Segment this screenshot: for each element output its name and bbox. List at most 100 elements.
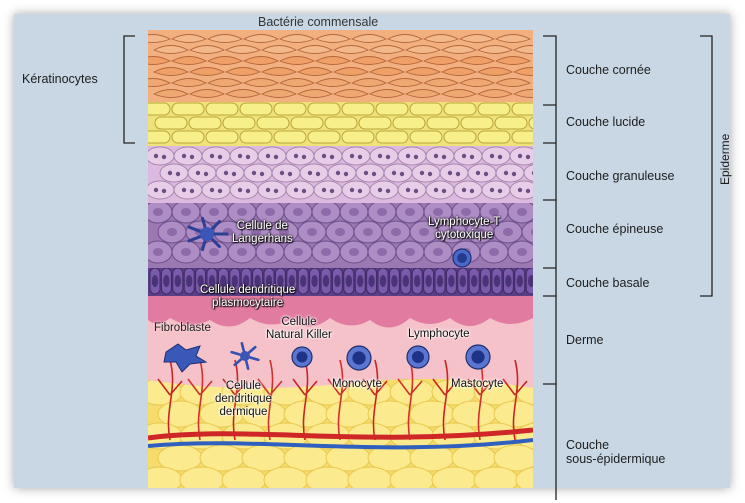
granule bbox=[386, 155, 390, 159]
granular-cell bbox=[370, 181, 398, 199]
spinous-nucleus bbox=[153, 208, 163, 216]
fat-cell bbox=[390, 467, 434, 493]
spinous-nucleus bbox=[265, 248, 275, 256]
epiderme-bracket bbox=[700, 36, 712, 296]
lucid-cells bbox=[138, 103, 561, 143]
spinous-nucleus bbox=[363, 228, 373, 236]
granular-cell bbox=[426, 181, 454, 199]
granule bbox=[238, 154, 242, 158]
granule bbox=[434, 188, 438, 192]
layer-label-lucide: Couche lucide bbox=[566, 115, 645, 129]
granule bbox=[386, 189, 390, 193]
basal-nucleus bbox=[323, 275, 329, 287]
granule bbox=[470, 155, 474, 159]
basal-nucleus bbox=[403, 275, 409, 287]
layer-label-granuleuse: Couche granuleuse bbox=[566, 169, 674, 183]
granule bbox=[322, 154, 326, 158]
mastocyte-cell-nucleus bbox=[471, 350, 484, 363]
lucid-cell bbox=[274, 103, 306, 115]
granule bbox=[162, 155, 166, 159]
granular-cell bbox=[188, 164, 216, 182]
spinous-nucleus bbox=[293, 208, 303, 216]
granule bbox=[330, 189, 334, 193]
lymphocyte-cell-nucleus bbox=[412, 351, 424, 363]
granular-cell bbox=[160, 164, 188, 182]
granule bbox=[176, 172, 180, 176]
lucid-cell bbox=[478, 103, 510, 115]
spinous-nucleus bbox=[237, 208, 247, 216]
granule bbox=[540, 172, 544, 176]
granule bbox=[210, 188, 214, 192]
granular-cell bbox=[454, 147, 482, 165]
fat-cell bbox=[516, 467, 560, 493]
basal-nucleus bbox=[152, 275, 158, 287]
granule bbox=[378, 154, 382, 158]
granule bbox=[350, 188, 354, 192]
granule bbox=[336, 171, 340, 175]
lucid-cell bbox=[240, 131, 272, 143]
basal-nucleus bbox=[163, 275, 169, 287]
lucid-cell bbox=[410, 103, 442, 115]
granule bbox=[400, 172, 404, 176]
spinous-nucleus bbox=[167, 228, 177, 236]
label-dermal-dc: Cellule dendritique dermique bbox=[215, 380, 272, 419]
spinous-nucleus bbox=[433, 208, 443, 216]
lucid-cell bbox=[189, 117, 221, 129]
lucid-cell bbox=[393, 117, 425, 129]
lucid-cell bbox=[478, 131, 510, 143]
basal-nucleus bbox=[300, 275, 306, 287]
langerhans-body bbox=[200, 227, 214, 241]
layer-label-derme: Derme bbox=[566, 333, 604, 347]
granular-cell bbox=[202, 181, 230, 199]
granule bbox=[406, 188, 410, 192]
spinous-nucleus bbox=[307, 228, 317, 236]
lucid-cell bbox=[410, 131, 442, 143]
granular-cell bbox=[258, 181, 286, 199]
basal-nucleus bbox=[425, 275, 431, 287]
basal-nucleus bbox=[517, 275, 523, 287]
granular-cell bbox=[328, 164, 356, 182]
granule bbox=[322, 188, 326, 192]
granule bbox=[294, 154, 298, 158]
lucid-cell bbox=[325, 117, 357, 129]
granule bbox=[414, 189, 418, 193]
spinous-nucleus bbox=[377, 208, 387, 216]
granule bbox=[406, 154, 410, 158]
spinous-nucleus bbox=[391, 228, 401, 236]
granule bbox=[190, 155, 194, 159]
lucid-cell bbox=[359, 117, 391, 129]
granule bbox=[420, 171, 424, 175]
granular-cell bbox=[510, 181, 538, 199]
granule bbox=[218, 189, 222, 193]
lucid-cell bbox=[155, 117, 187, 129]
granule bbox=[414, 155, 418, 159]
spinous-nucleus bbox=[335, 228, 345, 236]
granular-cell bbox=[454, 181, 482, 199]
granular-cell bbox=[468, 164, 496, 182]
granular-cell bbox=[216, 164, 244, 182]
basal-nucleus bbox=[528, 275, 534, 287]
fat-cell bbox=[180, 467, 224, 493]
spinous-nucleus bbox=[461, 208, 471, 216]
lucid-cell bbox=[461, 117, 493, 129]
basal-nucleus bbox=[311, 275, 317, 287]
dermal-dc-body bbox=[240, 351, 250, 361]
basal-nucleus bbox=[505, 275, 511, 287]
granule bbox=[448, 171, 452, 175]
granule bbox=[392, 171, 396, 175]
lucid-cell bbox=[495, 117, 527, 129]
spinous-nucleus bbox=[293, 248, 303, 256]
spinous-nucleus bbox=[209, 208, 219, 216]
lucid-cell bbox=[342, 131, 374, 143]
granule bbox=[330, 155, 334, 159]
lucid-cell bbox=[206, 103, 238, 115]
label-plasmacytoid-dc: Cellule dendritique plasmocytaire bbox=[200, 284, 295, 310]
lucid-cell bbox=[308, 131, 340, 143]
layer-divider-ticks bbox=[543, 36, 556, 500]
spinous-nucleus bbox=[265, 208, 275, 216]
basal-nucleus bbox=[357, 275, 363, 287]
spinous-nucleus bbox=[209, 248, 219, 256]
granule bbox=[168, 171, 172, 175]
granular-cell bbox=[384, 164, 412, 182]
granule bbox=[232, 172, 236, 176]
